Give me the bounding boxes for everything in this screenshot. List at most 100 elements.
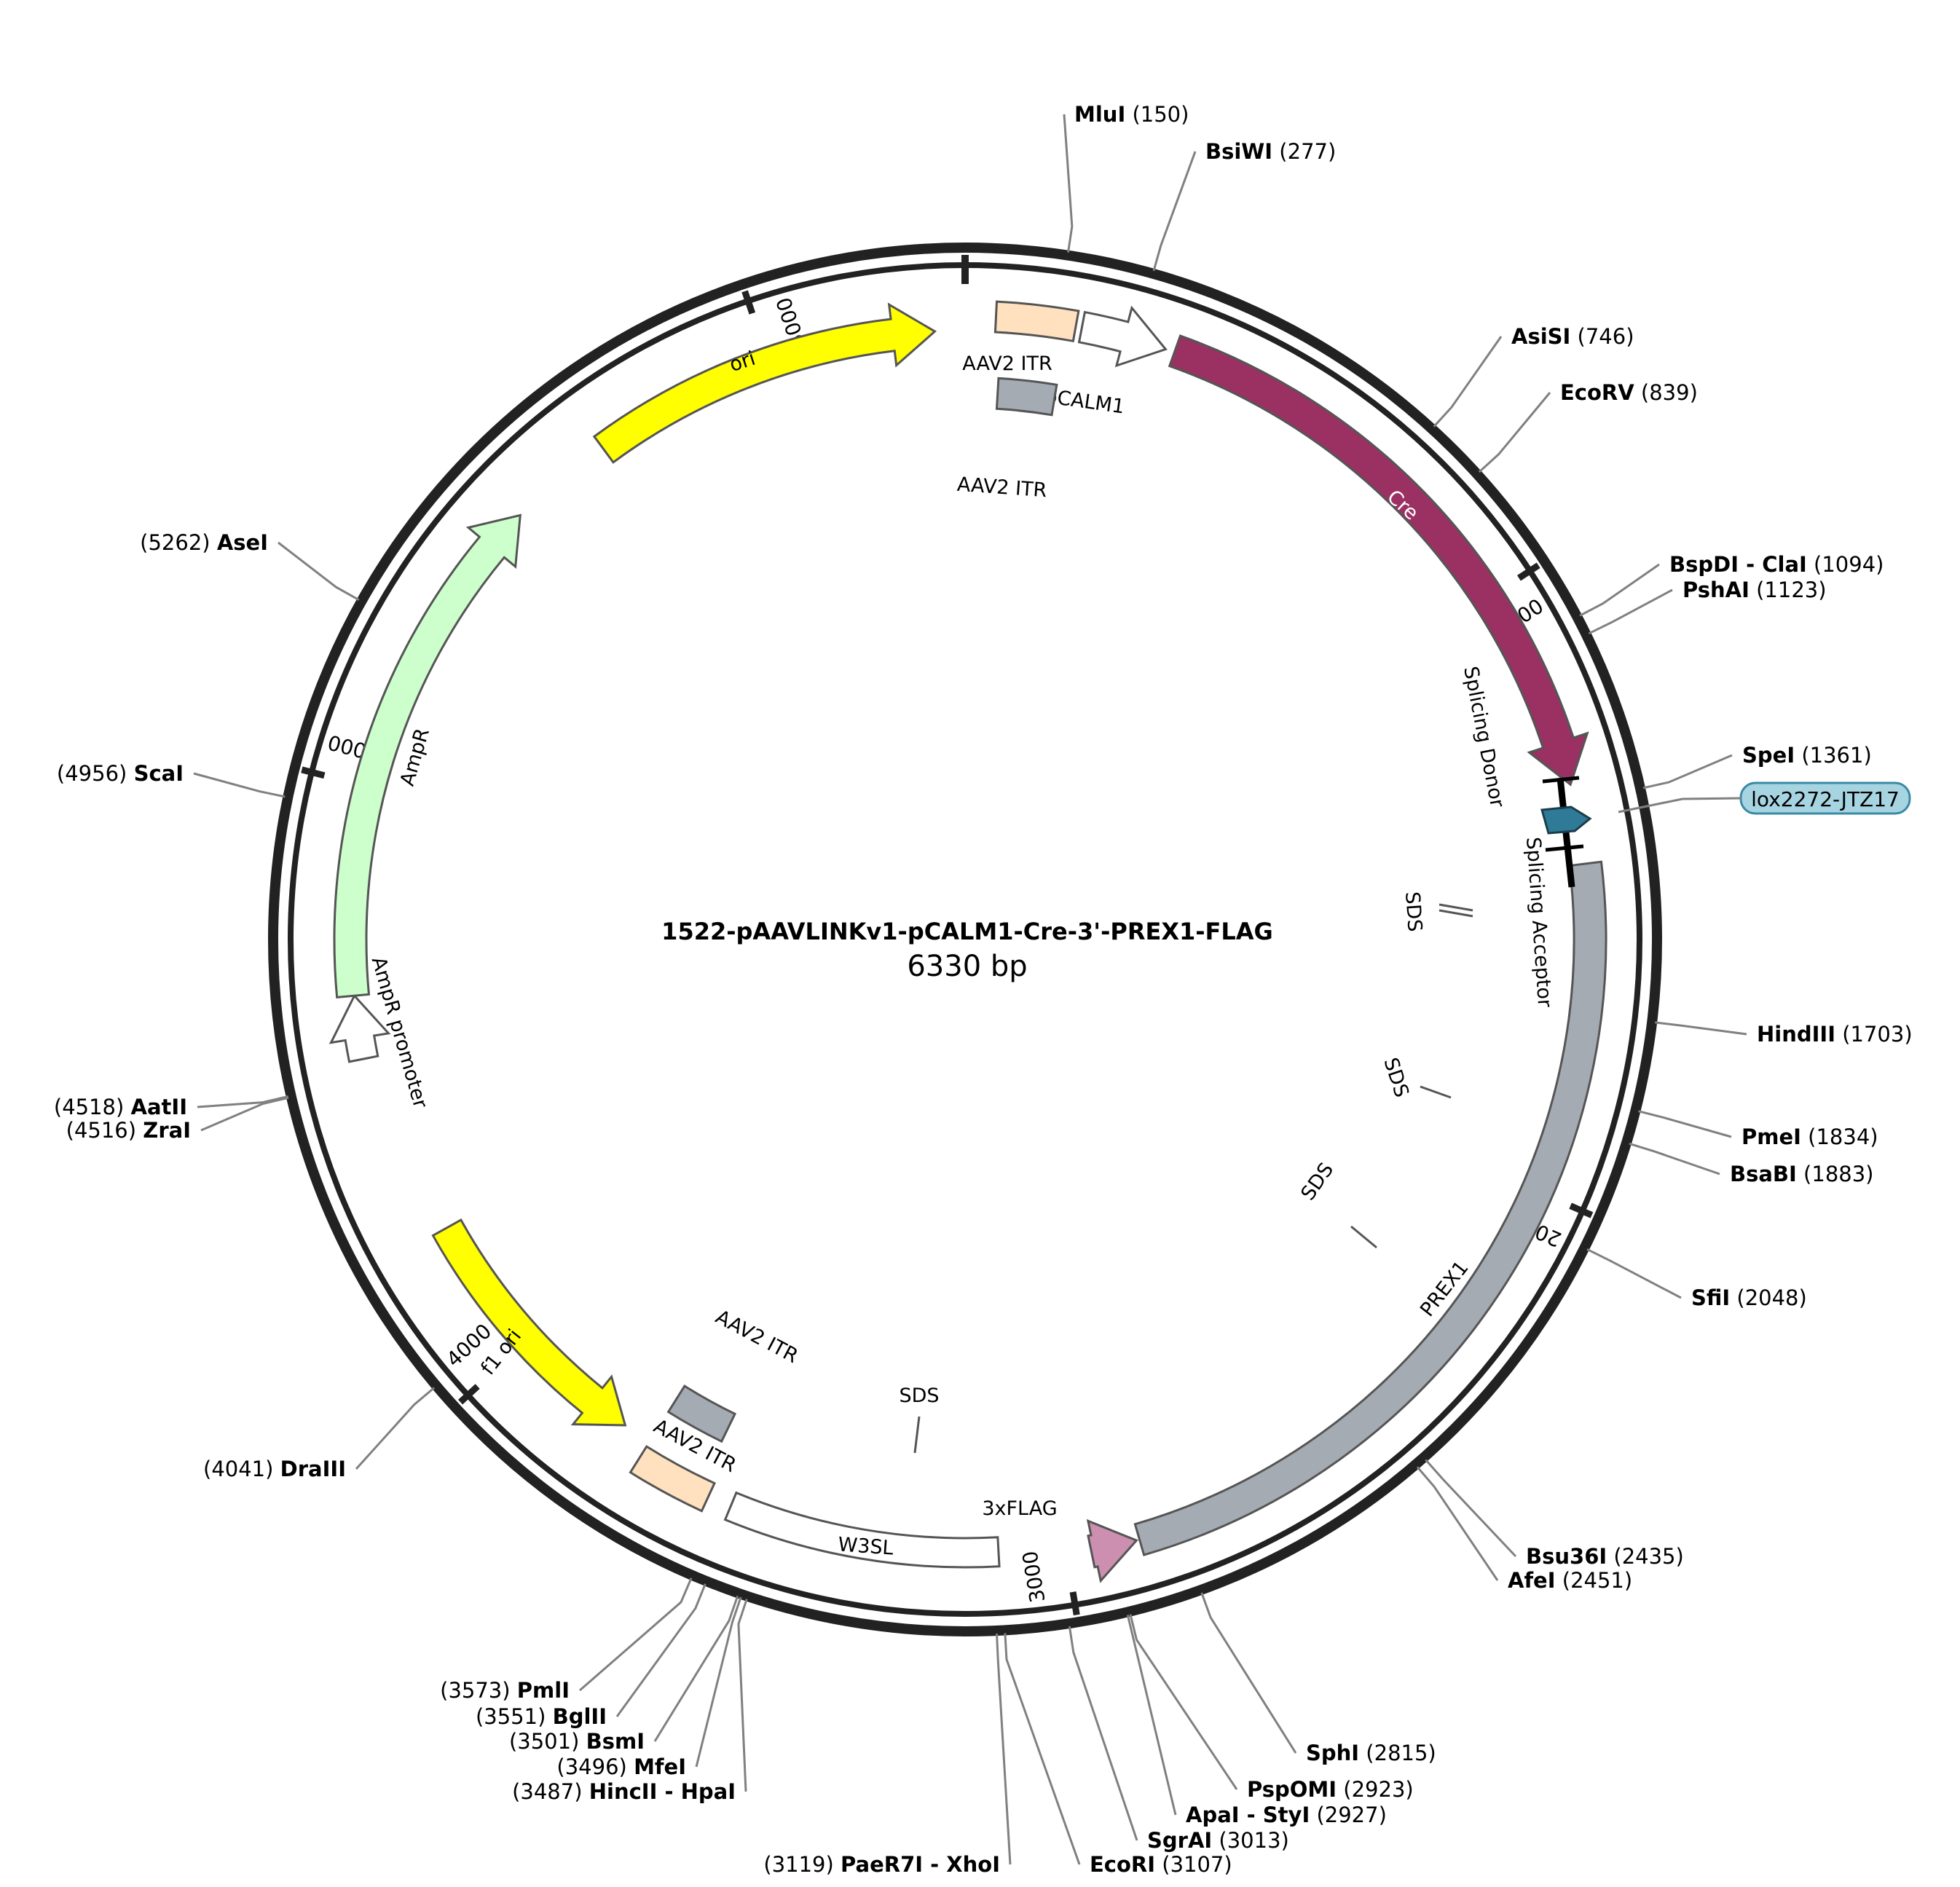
site-name: BsmI (586, 1729, 645, 1754)
feature-ampr[interactable] (333, 513, 522, 999)
site-leader-9 (1629, 1142, 1720, 1175)
lox2272-tag-label: lox2272-JTZ17 (1751, 787, 1900, 811)
splice-donor-bar (1542, 776, 1580, 784)
feature-aav2-itr-top[interactable] (993, 300, 1080, 343)
sds-mark-2 (1420, 1085, 1452, 1099)
site-position: (1123) (1750, 578, 1827, 602)
site-label-pshai[interactable]: PshAI (1123) (1682, 578, 1827, 602)
site-leader-8 (1638, 1110, 1732, 1138)
feature-w3sl[interactable] (723, 1491, 1001, 1569)
site-label-bsmi[interactable]: (3501) BsmI (509, 1729, 645, 1754)
site-label-asei[interactable]: (5262) AseI (140, 530, 268, 555)
site-label-mfei[interactable]: (3496) MfeI (556, 1754, 686, 1779)
site-leader-10 (1586, 1248, 1682, 1299)
site-label-bsabi[interactable]: BsaBI (1883) (1730, 1162, 1874, 1186)
tick-mark-5000 (301, 766, 326, 779)
splicing-donor-label: Splicing Donor (1459, 664, 1508, 810)
site-position: (4516) (66, 1118, 143, 1143)
site-position: (4041) (203, 1457, 280, 1481)
site-label-hindiii[interactable]: HindIII (1703) (1757, 1022, 1913, 1047)
site-label-paer7i-xhoi[interactable]: (3119) PaeR7I - XhoI (763, 1852, 1000, 1877)
tick-label-3000: 3000 (1018, 1549, 1050, 1604)
site-position: (2435) (1607, 1544, 1684, 1569)
site-label-bsu36i[interactable]: Bsu36I (2435) (1526, 1544, 1684, 1569)
site-name: Bsu36I (1526, 1544, 1607, 1569)
site-label-mlui[interactable]: MluI (150) (1074, 102, 1189, 127)
site-label-asisi[interactable]: AsiSI (746) (1511, 324, 1634, 349)
sds-mark-4 (913, 1416, 921, 1454)
site-name: AatII (131, 1095, 187, 1119)
feature-prex1[interactable] (1133, 860, 1607, 1556)
site-label-scai[interactable]: (4956) ScaI (57, 761, 184, 786)
site-label-pmei[interactable]: PmeI (1834) (1741, 1124, 1878, 1149)
site-label-zrai[interactable]: (4516) ZraI (66, 1118, 191, 1143)
site-label-spei[interactable]: SpeI (1361) (1742, 743, 1872, 768)
site-position: (2451) (1556, 1568, 1633, 1593)
site-label-bglii[interactable]: (3551) BglII (476, 1704, 607, 1729)
site-position: (2048) (1730, 1285, 1807, 1310)
site-position: (3487) (512, 1779, 589, 1804)
site-label-ecorv[interactable]: EcoRV (839) (1560, 380, 1698, 405)
site-leader-6 (1642, 754, 1733, 789)
site-name: ApaI - StyI (1186, 1803, 1310, 1827)
feature-3xflag[interactable] (1086, 1518, 1138, 1583)
site-name: MluI (1074, 102, 1125, 127)
site-leader-16 (1068, 1626, 1138, 1841)
plasmid-name: 1522-pAAVLINKv1-pCALM1-Cre-3'-PREX1-FLAG (661, 918, 1273, 945)
site-label-aatii[interactable]: (4518) AatII (54, 1095, 187, 1119)
splice-acceptor-bar (1545, 844, 1584, 852)
tick-mark-1000 (1516, 562, 1540, 581)
site-label-afei[interactable]: AfeI (2451) (1508, 1568, 1632, 1593)
site-position: (4956) (57, 761, 134, 786)
site-name: SphI (1306, 1741, 1359, 1765)
site-position: (4518) (54, 1095, 131, 1119)
site-position: (839) (1634, 380, 1698, 405)
site-leader-11 (1425, 1459, 1517, 1558)
feature-ampr-promoter[interactable] (328, 993, 391, 1063)
feature-aav2-itr-bottom[interactable] (629, 1445, 716, 1513)
feature-label-aav2-itr-inner-top: AAV2 ITR (956, 473, 1047, 503)
site-name: PmlI (517, 1678, 570, 1703)
site-label-sgrai[interactable]: SgrAI (3013) (1147, 1828, 1289, 1853)
site-name: EcoRV (1560, 380, 1634, 405)
site-label-sfii[interactable]: SfiI (2048) (1691, 1285, 1807, 1310)
junction-region: lox2272-JTZ17 (1540, 776, 1911, 888)
site-label-bsiwi[interactable]: BsiWI (277) (1205, 139, 1336, 164)
restriction-site-layer: MluI (150) BsiWI (277) AsiSI (746) EcoRV (8… (54, 102, 1913, 1877)
splicing-acceptor-label: Splicing Acceptor (1522, 836, 1556, 1009)
site-leader-20 (695, 1596, 742, 1768)
site-position: (1094) (1807, 552, 1884, 577)
site-label-pmli[interactable]: (3573) PmlI (440, 1678, 570, 1703)
feature-cre[interactable] (1168, 334, 1589, 787)
lox2272-leader-line (1618, 797, 1683, 814)
site-leader-21 (653, 1595, 739, 1742)
site-label-hincii-hpai[interactable]: (3487) HincII - HpaI (512, 1779, 736, 1804)
site-label-pspomi[interactable]: PspOMI (2923) (1247, 1777, 1414, 1802)
site-label-apai-styi[interactable]: ApaI - StyI (2927) (1186, 1803, 1387, 1827)
feature-aav2-itr-inner-bottom[interactable] (666, 1384, 737, 1443)
site-leader-24 (355, 1387, 436, 1470)
feature-ori[interactable] (592, 302, 937, 464)
site-leader-28 (278, 541, 360, 602)
site-position: (3496) (556, 1754, 634, 1779)
site-label-ecori[interactable]: EcoRI (3107) (1090, 1852, 1232, 1877)
site-label-sphi[interactable]: SphI (2815) (1306, 1741, 1436, 1765)
backbone-outer-ring (268, 243, 1662, 1636)
site-leader-2 (1433, 336, 1503, 428)
site-name: DraIII (280, 1457, 346, 1481)
site-label-draiii[interactable]: (4041) DraIII (203, 1457, 346, 1481)
site-leader-7 (1655, 1021, 1747, 1036)
site-position: (2923) (1337, 1777, 1414, 1802)
site-position: (5262) (140, 530, 217, 555)
site-leader-17 (1004, 1633, 1081, 1865)
site-leader-5 (1588, 588, 1673, 635)
feature-pcalm1[interactable] (1077, 305, 1168, 368)
site-leader-1 (1152, 151, 1197, 272)
site-position: (3551) (476, 1704, 553, 1729)
site-label-bspdi-clai[interactable]: BspDI - ClaI (1094) (1669, 552, 1884, 577)
feature-aav2-itr-inner-top[interactable] (995, 377, 1058, 417)
feature-f1-ori[interactable] (431, 1218, 627, 1427)
site-leader-23 (579, 1577, 693, 1692)
feature-label-aav2-itr-top: AAV2 ITR (962, 352, 1052, 375)
